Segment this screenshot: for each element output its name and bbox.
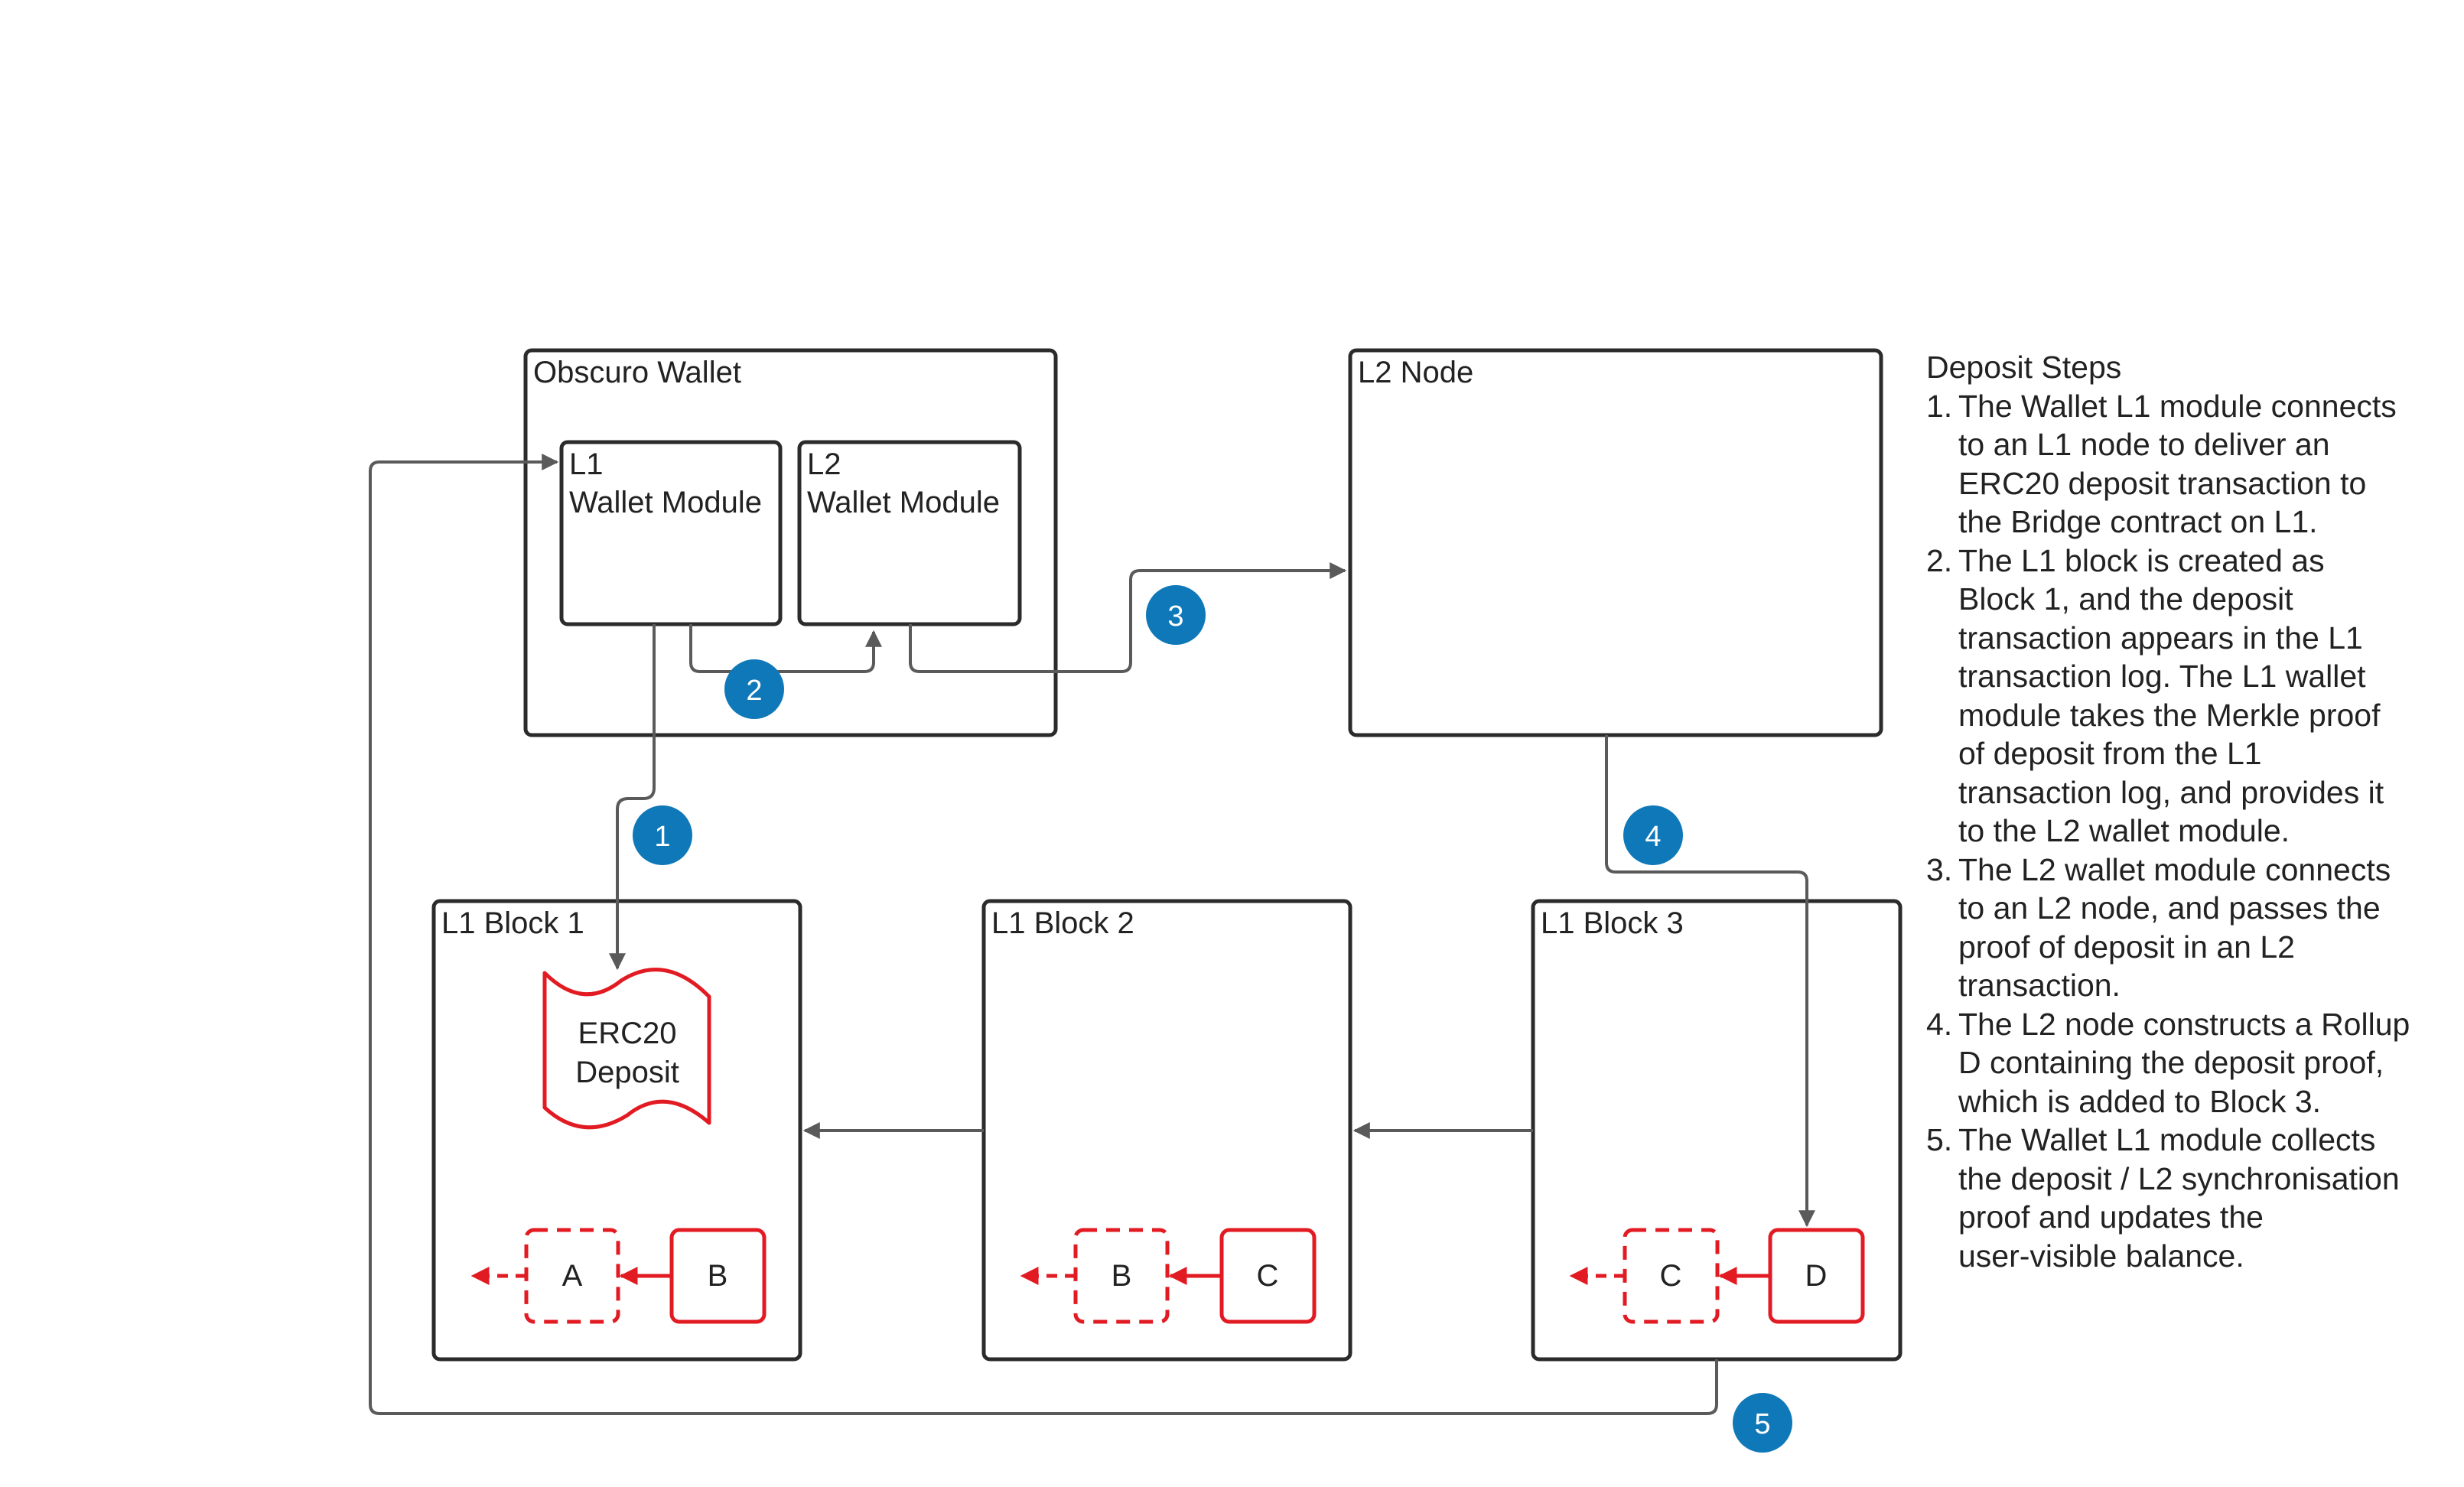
wallet-title: Obscuro Wallet — [533, 356, 741, 389]
deposit-step-text: The L2 wallet module connects to an L2 n… — [1958, 851, 2391, 1004]
deposit-step-number: 4. — [1926, 1006, 1953, 1042]
chain-block-prev: B — [1073, 1228, 1170, 1324]
deposit-steps-panel: Deposit Steps 1.The Wallet L1 module con… — [1926, 348, 2462, 1275]
step5-connector — [369, 454, 1718, 1415]
deposit-step-text: The L2 node constructs a Rollup D contai… — [1958, 1006, 2410, 1119]
step-badge-1-label: 1 — [654, 821, 670, 853]
step2-connector — [689, 624, 882, 673]
chain-block-current: D — [1768, 1228, 1865, 1324]
chain-block-current: C — [1219, 1228, 1317, 1324]
deposit-step-number: 3. — [1926, 851, 1953, 887]
l1-wallet-module: L1 Wallet Module — [559, 440, 783, 626]
chain-block-prev-label: A — [562, 1259, 583, 1293]
chain-block-current-label: D — [1805, 1259, 1828, 1293]
deposit-steps-title: Deposit Steps — [1926, 350, 2122, 385]
l1-block-3: L1 Block 3 C D — [1531, 899, 1903, 1362]
chain-block-current-label: C — [1257, 1259, 1279, 1293]
deposit-step-2: 2.The L1 block is created as Block 1, an… — [1926, 542, 2462, 851]
l2-node-title: L2 Node — [1358, 356, 1473, 389]
deposit-steps-list: 1.The Wallet L1 module connects to an L1… — [1926, 387, 2462, 1276]
step3-connector — [909, 562, 1347, 673]
chain-block-prev-label: C — [1660, 1259, 1682, 1293]
deposit-label-line2: Deposit — [575, 1056, 679, 1089]
deposit-step-number: 2. — [1926, 542, 1953, 578]
step-badge-4: 4 — [1623, 805, 1683, 865]
step4-connector — [1605, 735, 1815, 1228]
chain-block-prev: A — [524, 1228, 620, 1324]
deposit-step-number: 5. — [1926, 1122, 1953, 1157]
chain-block-prev-label: B — [1112, 1259, 1132, 1293]
step-badge-5: 5 — [1733, 1393, 1792, 1453]
step-badge-2: 2 — [724, 659, 784, 719]
chain-block-current-label: B — [708, 1259, 728, 1293]
deposit-step-4: 4.The L2 node constructs a Rollup D cont… — [1926, 1005, 2462, 1121]
l1-block-1: L1 Block 1 ERC20 Deposit A B — [431, 899, 802, 1362]
l1-module-label-line1: L1 — [569, 447, 604, 481]
deposit-label-line1: ERC20 — [578, 1017, 677, 1050]
step-badge-3-label: 3 — [1167, 600, 1183, 633]
step1-connector — [609, 624, 656, 971]
l2-module-label-line1: L2 — [807, 447, 841, 481]
step-badge-1: 1 — [633, 805, 692, 865]
step-badge-2-label: 2 — [746, 675, 762, 707]
l1-block-2: L1 Block 2 B C — [981, 899, 1352, 1362]
step-badge-3: 3 — [1146, 585, 1206, 645]
deposit-step-text: The Wallet L1 module connects to an L1 n… — [1958, 388, 2397, 540]
l1-module-label-line2: Wallet Module — [569, 486, 762, 519]
l2-module-label-line2: Wallet Module — [807, 486, 1000, 519]
block-2-title: L1 Block 2 — [991, 906, 1134, 940]
l2-node: L2 Node — [1348, 348, 1883, 737]
deposit-step-text: The Wallet L1 module collects the deposi… — [1958, 1122, 2400, 1274]
deposit-step-1: 1.The Wallet L1 module connects to an L1… — [1926, 387, 2462, 542]
deposit-step-number: 1. — [1926, 388, 1953, 424]
block-1-title: L1 Block 1 — [441, 906, 584, 940]
chain-block-current: B — [669, 1228, 767, 1324]
chain-block-prev: C — [1623, 1228, 1720, 1324]
deposit-step-3: 3.The L2 wallet module connects to an L2… — [1926, 851, 2462, 1005]
step-badge-5-label: 5 — [1754, 1408, 1770, 1440]
step-badge-4-label: 4 — [1645, 821, 1661, 853]
l2-wallet-module: L2 Wallet Module — [797, 440, 1022, 626]
deposit-step-text: The L1 block is created as Block 1, and … — [1958, 542, 2384, 849]
block-3-title: L1 Block 3 — [1541, 906, 1684, 940]
erc20-deposit-document: ERC20 Deposit — [542, 968, 711, 1130]
connectors — [369, 454, 1815, 1415]
deposit-step-5: 5. The Wallet L1 module collects the dep… — [1926, 1121, 2462, 1275]
obscuro-wallet: Obscuro Wallet L1 Wallet Module L2 Walle… — [523, 348, 1058, 737]
